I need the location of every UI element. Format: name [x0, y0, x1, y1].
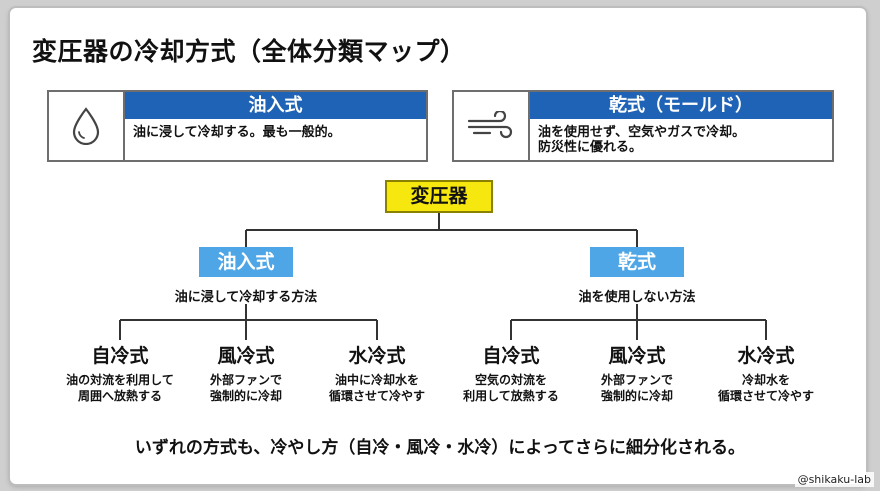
leaf-description: 油中に冷却水を 循環させて冷やす — [302, 372, 452, 404]
leaf-description-line: 循環させて冷やす — [717, 389, 814, 403]
card-description-line: 防災性に優れる。 — [538, 140, 643, 155]
leaf-description-line: 循環させて冷やす — [328, 389, 425, 403]
leaf-dry-forced-air: 風冷式 外部ファンで 強制的に冷却 — [562, 344, 712, 404]
card-header: 乾式（モールド） — [530, 92, 832, 119]
oil-drop-icon — [49, 92, 125, 160]
leaf-description-line: 周囲へ放熱する — [77, 389, 162, 403]
leaf-description-line: 利用して放熱する — [463, 389, 559, 403]
leaf-description: 空気の対流を 利用して放熱する — [436, 372, 586, 404]
leaf-oil-water-cooled: 水冷式 油中に冷却水を 循環させて冷やす — [302, 344, 452, 404]
leaf-description-line: 強制的に冷却 — [209, 389, 282, 403]
card-dry-type: 乾式（モールド） 油を使用せず、空気やガスで冷却。 防災性に優れる。 — [452, 90, 834, 162]
leaf-description-line: 冷却水を — [741, 373, 790, 387]
root-node-transformer: 変圧器 — [385, 180, 493, 213]
leaf-description: 冷却水を 循環させて冷やす — [691, 372, 841, 404]
leaf-description-line: 油中に冷却水を — [334, 373, 419, 387]
leaf-description-line: 外部ファンで — [209, 373, 282, 387]
whiteboard — [10, 8, 866, 484]
credit-watermark: @shikaku-lab — [794, 472, 874, 487]
leaf-name: 風冷式 — [608, 345, 666, 367]
leaf-name: 自冷式 — [482, 345, 540, 367]
card-description-line: 油を使用せず、空気やガスで冷却。 — [538, 125, 746, 140]
leaf-description-line: 空気の対流を — [474, 373, 547, 387]
card-header: 油入式 — [125, 92, 426, 119]
branch-oil-immersed: 油入式 — [199, 247, 293, 277]
leaf-description: 油の対流を利用して 周囲へ放熱する — [45, 372, 195, 404]
leaf-description-line: 外部ファンで — [600, 373, 673, 387]
leaf-oil-self-cooled: 自冷式 油の対流を利用して 周囲へ放熱する — [45, 344, 195, 404]
wind-icon — [454, 92, 530, 160]
leaf-name: 自冷式 — [91, 345, 149, 367]
leaf-dry-water-cooled: 水冷式 冷却水を 循環させて冷やす — [691, 344, 841, 404]
leaf-description-line: 強制的に冷却 — [600, 389, 673, 403]
leaf-dry-self-cooled: 自冷式 空気の対流を 利用して放熱する — [436, 344, 586, 404]
page-title: 変圧器の冷却方式（全体分類マップ） — [32, 37, 466, 66]
leaf-description: 外部ファンで 強制的に冷却 — [562, 372, 712, 404]
card-description: 油に浸して冷却する。最も一般的。 — [133, 125, 341, 140]
branch-description: 油を使用しない方法 — [578, 290, 696, 305]
branch-dry-type: 乾式 — [590, 247, 684, 277]
leaf-oil-forced-air: 風冷式 外部ファンで 強制的に冷却 — [171, 344, 321, 404]
leaf-name: 水冷式 — [348, 345, 406, 367]
branch-description: 油に浸して冷却する方法 — [174, 290, 318, 305]
leaf-description-line: 油の対流を利用して — [66, 373, 174, 387]
card-description: 油を使用せず、空気やガスで冷却。 防災性に優れる。 — [538, 125, 826, 155]
summary-note: いずれの方式も、冷やし方（自冷・風冷・水冷）によってさらに細分化される。 — [134, 438, 746, 458]
card-oil-immersed: 油入式 油に浸して冷却する。最も一般的。 — [47, 90, 428, 162]
leaf-description: 外部ファンで 強制的に冷却 — [171, 372, 321, 404]
leaf-name: 水冷式 — [737, 345, 795, 367]
leaf-name: 風冷式 — [217, 345, 275, 367]
